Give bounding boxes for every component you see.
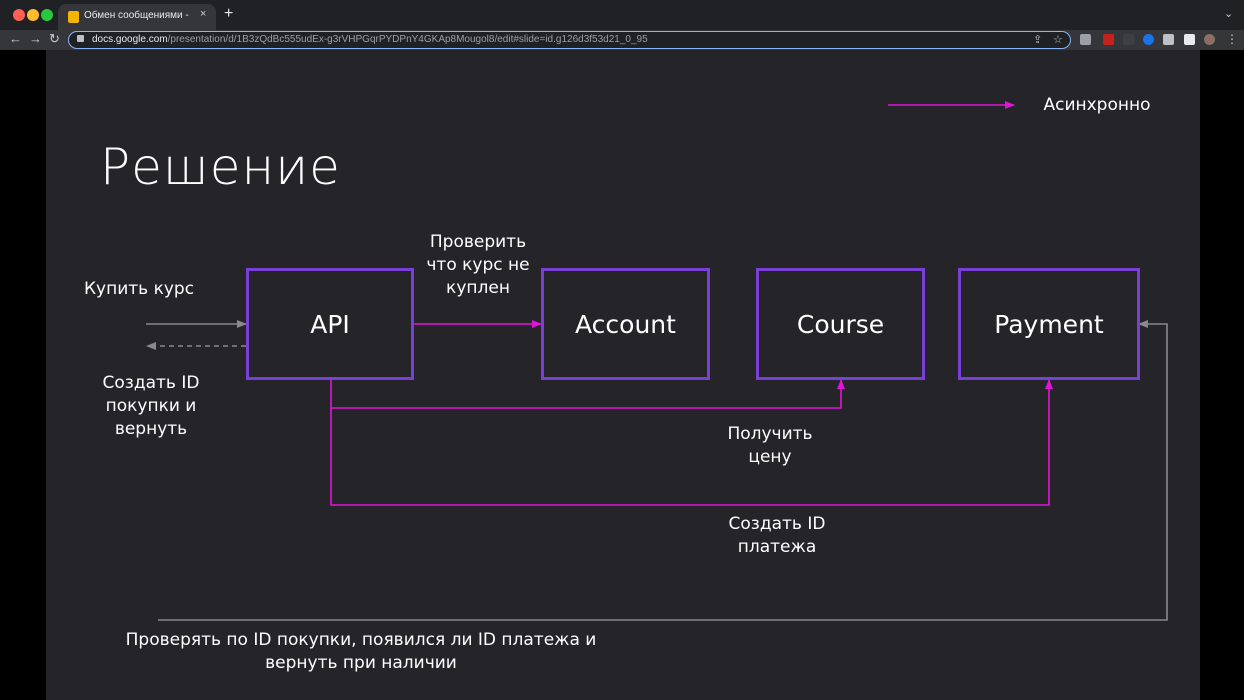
browser-tab-bar: Обмен сообщениями - Google Slides × + ⌄ xyxy=(0,0,1244,30)
side-panel-icon[interactable] xyxy=(1184,34,1195,45)
minimize-window-button[interactable] xyxy=(27,9,39,21)
course-box: Course xyxy=(756,268,925,380)
bookmark-star-icon[interactable]: ☆ xyxy=(1053,33,1063,46)
new-tab-button[interactable]: + xyxy=(224,5,234,22)
api-to-payment-arrow xyxy=(330,379,1053,506)
create-payment-id-label: Создать ID платежа xyxy=(728,514,826,557)
extension-translate-icon[interactable] xyxy=(1080,34,1091,45)
diagram-connectors xyxy=(146,101,1168,621)
payment-box: Payment xyxy=(958,268,1140,380)
check-not-bought-label: Проверить что курс не куплен xyxy=(426,232,530,298)
forward-arrow-icon[interactable]: → xyxy=(29,31,42,46)
browser-tab[interactable]: Обмен сообщениями - Google Slides × xyxy=(58,4,216,30)
browser-toolbar: ← → ↻ docs.google.com/presentation/d/1B3… xyxy=(0,30,1244,50)
create-purchase-id-label: Создать ID покупки и вернуть xyxy=(102,373,200,439)
slides-favicon-icon xyxy=(68,11,79,23)
browser-menu-icon[interactable]: ⋮ xyxy=(1226,32,1238,46)
tab-title: Обмен сообщениями - Google Slides xyxy=(84,10,192,21)
extensions-puzzle-icon[interactable] xyxy=(1163,34,1174,45)
presentation-stage: Решение Асинхронно API Account Course Pa… xyxy=(0,50,1244,700)
check-by-purchase-id-label: Проверять по ID покупки, появился ли ID … xyxy=(125,630,597,673)
close-window-button[interactable] xyxy=(13,9,25,21)
tab-search-chevron-icon[interactable]: ⌄ xyxy=(1224,7,1234,20)
api-to-course-arrow xyxy=(330,378,845,409)
url-text: docs.google.com/presentation/d/1B3zQdBc5… xyxy=(92,34,648,45)
url-path: /presentation/d/1B3zQdBc555udEx-g3rVHPGq… xyxy=(167,34,648,45)
reload-icon[interactable]: ↻ xyxy=(49,31,60,46)
profile-avatar[interactable] xyxy=(1204,34,1215,45)
legend-label: Асинхронно xyxy=(1043,95,1151,115)
poll-payment-arrow xyxy=(158,320,1168,621)
maximize-window-button[interactable] xyxy=(41,9,53,21)
buy-course-label: Купить курс xyxy=(83,279,195,299)
account-box: Account xyxy=(541,268,710,380)
lock-icon xyxy=(77,35,84,42)
tab-close-icon[interactable]: × xyxy=(200,8,207,20)
share-icon[interactable]: ⇪ xyxy=(1033,33,1043,46)
api-box: API xyxy=(246,268,414,380)
extension-blue-icon[interactable] xyxy=(1143,34,1154,45)
get-price-label: Получить цену xyxy=(727,424,813,467)
slide-title: Решение xyxy=(100,138,341,196)
extension-dark-icon[interactable] xyxy=(1123,34,1134,45)
back-arrow-icon[interactable]: ← xyxy=(9,31,22,46)
url-host: docs.google.com xyxy=(92,34,168,45)
address-bar[interactable]: docs.google.com/presentation/d/1B3zQdBc5… xyxy=(68,31,1071,49)
extension-red-icon[interactable] xyxy=(1103,34,1114,45)
